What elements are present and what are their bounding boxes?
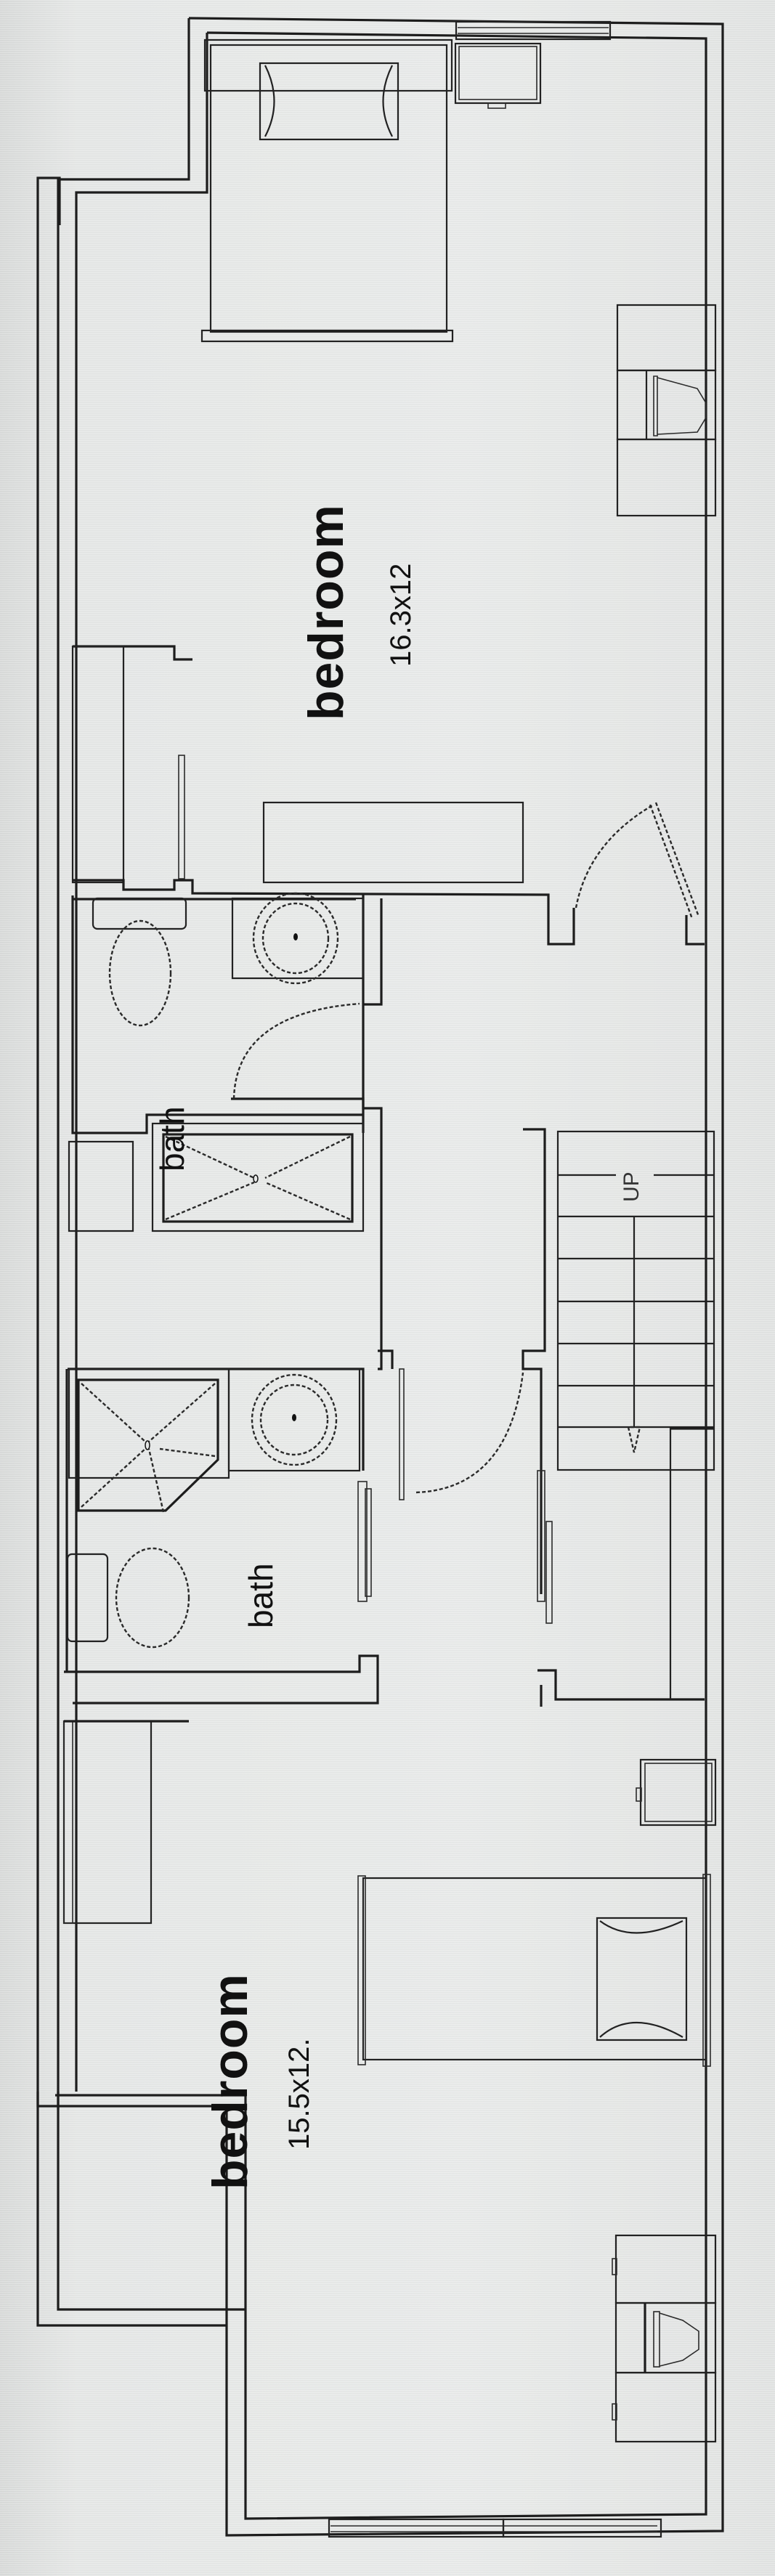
bath-lower-walls	[64, 1368, 379, 1705]
vanity-upper	[92, 897, 187, 1027]
upper-bedroom-south-wall	[73, 802, 705, 946]
stairs-up-label: UP	[620, 1171, 644, 1202]
bed-lower	[357, 1874, 711, 2067]
lower-bedroom-walls	[36, 2092, 246, 2327]
shower-lower	[68, 1368, 230, 1513]
bed-upper	[200, 38, 454, 343]
lower-bath-label: bath	[242, 1563, 280, 1628]
nightstand-upper	[454, 42, 542, 109]
upper-bath-label: bath	[153, 1106, 191, 1171]
tub-lower	[227, 1368, 361, 1472]
closet-upper	[71, 645, 524, 884]
stairs[interactable]	[556, 1130, 715, 1699]
exterior-walls	[36, 17, 724, 2538]
upper-bedroom-dimensions: 16.3x12	[385, 563, 417, 667]
nightstand-lower	[636, 1758, 717, 1827]
tub-upper	[231, 892, 365, 1100]
desk-upper	[616, 304, 717, 517]
hall-walls	[378, 1128, 705, 1707]
upper-bedroom-label: bedroom	[299, 504, 354, 720]
lower-bedroom-dimensions: 15.5x12.	[283, 2038, 315, 2150]
desk-lower	[612, 2234, 717, 2443]
lower-bath-door	[357, 1349, 524, 1602]
lower-bedroom-label: bedroom	[203, 1973, 258, 2190]
toilet-lower	[66, 1547, 190, 1649]
linen-closet	[68, 1140, 134, 1232]
closet-lower	[62, 1720, 189, 1925]
shower-upper	[151, 1122, 365, 1232]
